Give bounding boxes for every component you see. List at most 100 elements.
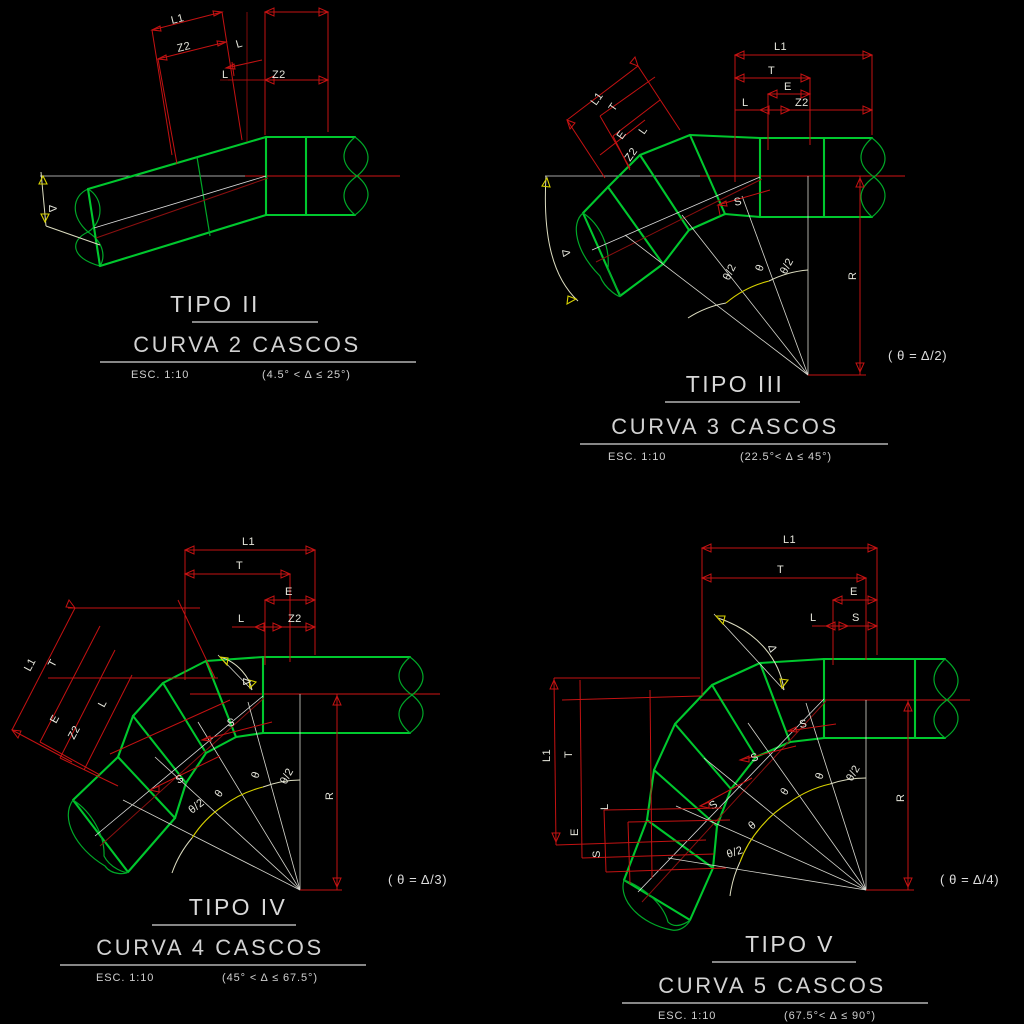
dimension-block-rotated: L1 T E L Z2 <box>566 55 681 179</box>
dim-label-l1-rot: L1 <box>170 12 186 27</box>
pipe-straight-run <box>822 657 959 740</box>
dim-label-z2-vert: Z2 <box>272 69 286 81</box>
angle-label-theta-1: θ <box>249 770 262 780</box>
panel-scale: ESC. 1:10 <box>658 1010 716 1022</box>
panel-subtitle: CURVA 2 CASCOS <box>133 332 361 357</box>
radial-centerlines <box>624 176 809 376</box>
dim-label-e-rot: E <box>615 128 629 141</box>
pipe-elbow-4-segments <box>67 655 265 875</box>
dim-label-l-rot: L <box>599 803 611 810</box>
angle-delta-indicator: Δ <box>541 175 579 306</box>
panel-title: TIPO III <box>686 371 784 397</box>
angle-label-theta-2: θ <box>778 786 792 798</box>
dimension-block-top: L1 T E L Z2 <box>733 41 874 182</box>
angle-label-delta: Δ <box>765 643 779 654</box>
dimension-block-vertical: Z2 L <box>220 7 330 142</box>
dim-label-z2: Z2 <box>795 97 809 109</box>
dim-label-r: R <box>847 272 859 280</box>
dim-label-l-rot: L <box>96 698 110 709</box>
pipe-elbow-3-segments <box>575 133 763 298</box>
angle-delta-indicator: Δ <box>713 613 790 691</box>
dimension-block-top: L1 T E L S <box>700 534 879 696</box>
dim-label-l-vert: L <box>222 69 229 81</box>
dim-label-e-rot: E <box>569 828 581 836</box>
angle-label-theta: θ <box>754 263 768 273</box>
pipe-straight-run <box>758 136 886 219</box>
panel-tipo-4: θ/2 θ θ θ/2 S S R L1 <box>10 536 447 984</box>
dim-label-e-rot: E <box>48 713 62 725</box>
panel-range: (4.5° < Δ ≤ 25°) <box>262 369 351 381</box>
panel-title: TIPO V <box>745 931 835 957</box>
panel-note: ( θ = Δ/4) <box>940 872 999 887</box>
dim-label-t-rot: T <box>46 657 60 669</box>
dim-label-t-rot: T <box>563 751 575 758</box>
panel-scale: ESC. 1:10 <box>96 972 154 984</box>
dim-label-s-1: S <box>798 718 808 731</box>
angle-label-delta: Δ <box>46 205 58 213</box>
angle-delta-indicator: Δ <box>38 171 101 246</box>
dim-label-e: E <box>850 586 858 598</box>
angle-label-theta-2: θ <box>213 787 227 799</box>
title-block-tipo-3: TIPO III CURVA 3 CASCOS ESC. 1:10 (22.5°… <box>580 371 888 463</box>
pipe-straight-run <box>264 135 369 217</box>
panel-tipo-3: θ/2 θ θ/2 S R L1 <box>541 41 947 463</box>
dim-label-s-2: S <box>174 772 186 786</box>
dimension-R-radius: R <box>866 700 914 891</box>
dimension-block-rotated: L1 T L E Z2 <box>10 599 231 787</box>
angle-label-theta-3: θ <box>746 819 759 832</box>
dim-label-z2-rot: Z2 <box>66 724 83 742</box>
panel-subtitle: CURVA 3 CASCOS <box>611 414 839 439</box>
angle-label-theta-half-1: θ/2 <box>278 766 296 786</box>
dim-label-l1: L1 <box>774 41 787 53</box>
dim-label-l: L <box>742 97 749 109</box>
angle-label-theta-half-1: θ/2 <box>844 763 863 783</box>
dim-label-s-rot: S <box>591 850 603 858</box>
dim-label-e: E <box>784 81 792 93</box>
panel-subtitle: CURVA 5 CASCOS <box>658 973 886 998</box>
angle-label-delta: Δ <box>559 248 572 258</box>
pipe-straight-run <box>261 655 424 735</box>
angle-arc-group: θ/2 θ θ θ θ/2 <box>725 763 867 897</box>
dim-label-s: S <box>852 612 860 624</box>
title-block-tipo-4: TIPO IV CURVA 4 CASCOS ESC. 1:10 (45° < … <box>60 894 366 984</box>
panel-range: (67.5°< Δ ≤ 90°) <box>784 1010 876 1022</box>
dim-label-l1-rot: L1 <box>22 656 39 673</box>
pipe-elbow-5-segments <box>622 657 827 931</box>
title-block-tipo-2: TIPO II CURVA 2 CASCOS ESC. 1:10 (4.5° <… <box>100 291 416 381</box>
dim-label-l-rot: L <box>637 124 651 136</box>
panel-title: TIPO II <box>170 291 260 317</box>
angle-label-theta-half-1: θ/2 <box>778 256 796 276</box>
dim-label-l1: L1 <box>242 536 255 548</box>
dim-label-r: R <box>324 792 336 800</box>
panel-range: (45° < Δ ≤ 67.5°) <box>222 972 318 984</box>
title-block-tipo-5: TIPO V CURVA 5 CASCOS ESC. 1:10 (67.5°< … <box>622 931 928 1022</box>
dimension-L-slanted: L <box>224 38 263 77</box>
dim-label-s-3: S <box>707 798 720 812</box>
dim-label-e: E <box>285 586 293 598</box>
angle-label-theta-1: θ <box>813 771 826 781</box>
dim-label-l: L <box>238 613 245 625</box>
angle-label-theta-half-2: θ/2 <box>186 797 206 817</box>
dim-label-s-2: S <box>749 751 760 765</box>
panel-range: (22.5°< Δ ≤ 45°) <box>740 451 832 463</box>
dim-label-z2: Z2 <box>288 613 302 625</box>
angle-label-delta: Δ <box>240 678 252 686</box>
dim-label-t: T <box>777 564 784 576</box>
panel-scale: ESC. 1:10 <box>608 451 666 463</box>
angle-label-theta-half-2: θ/2 <box>721 262 739 282</box>
panel-scale: ESC. 1:10 <box>131 369 189 381</box>
dimension-S-curve-1: S <box>786 718 837 733</box>
angle-arc-group: θ/2 θ θ/2 <box>687 256 809 319</box>
dim-label-l1-rot: L1 <box>541 749 553 762</box>
panel-note: ( θ = Δ/2) <box>888 348 947 363</box>
panel-tipo-2: L1 Z2 L Z2 L <box>38 7 416 381</box>
dimension-S-curve-1: S <box>200 716 273 742</box>
dimension-block-rotated: L1 Z2 <box>150 10 243 165</box>
angle-label-theta-half-2: θ/2 <box>725 844 744 861</box>
pipe-angled-run <box>74 135 269 268</box>
dim-label-l: L <box>810 612 817 624</box>
radial-centerlines <box>122 694 301 891</box>
panel-tipo-5: θ/2 θ θ θ θ/2 S S S R <box>541 534 999 1022</box>
